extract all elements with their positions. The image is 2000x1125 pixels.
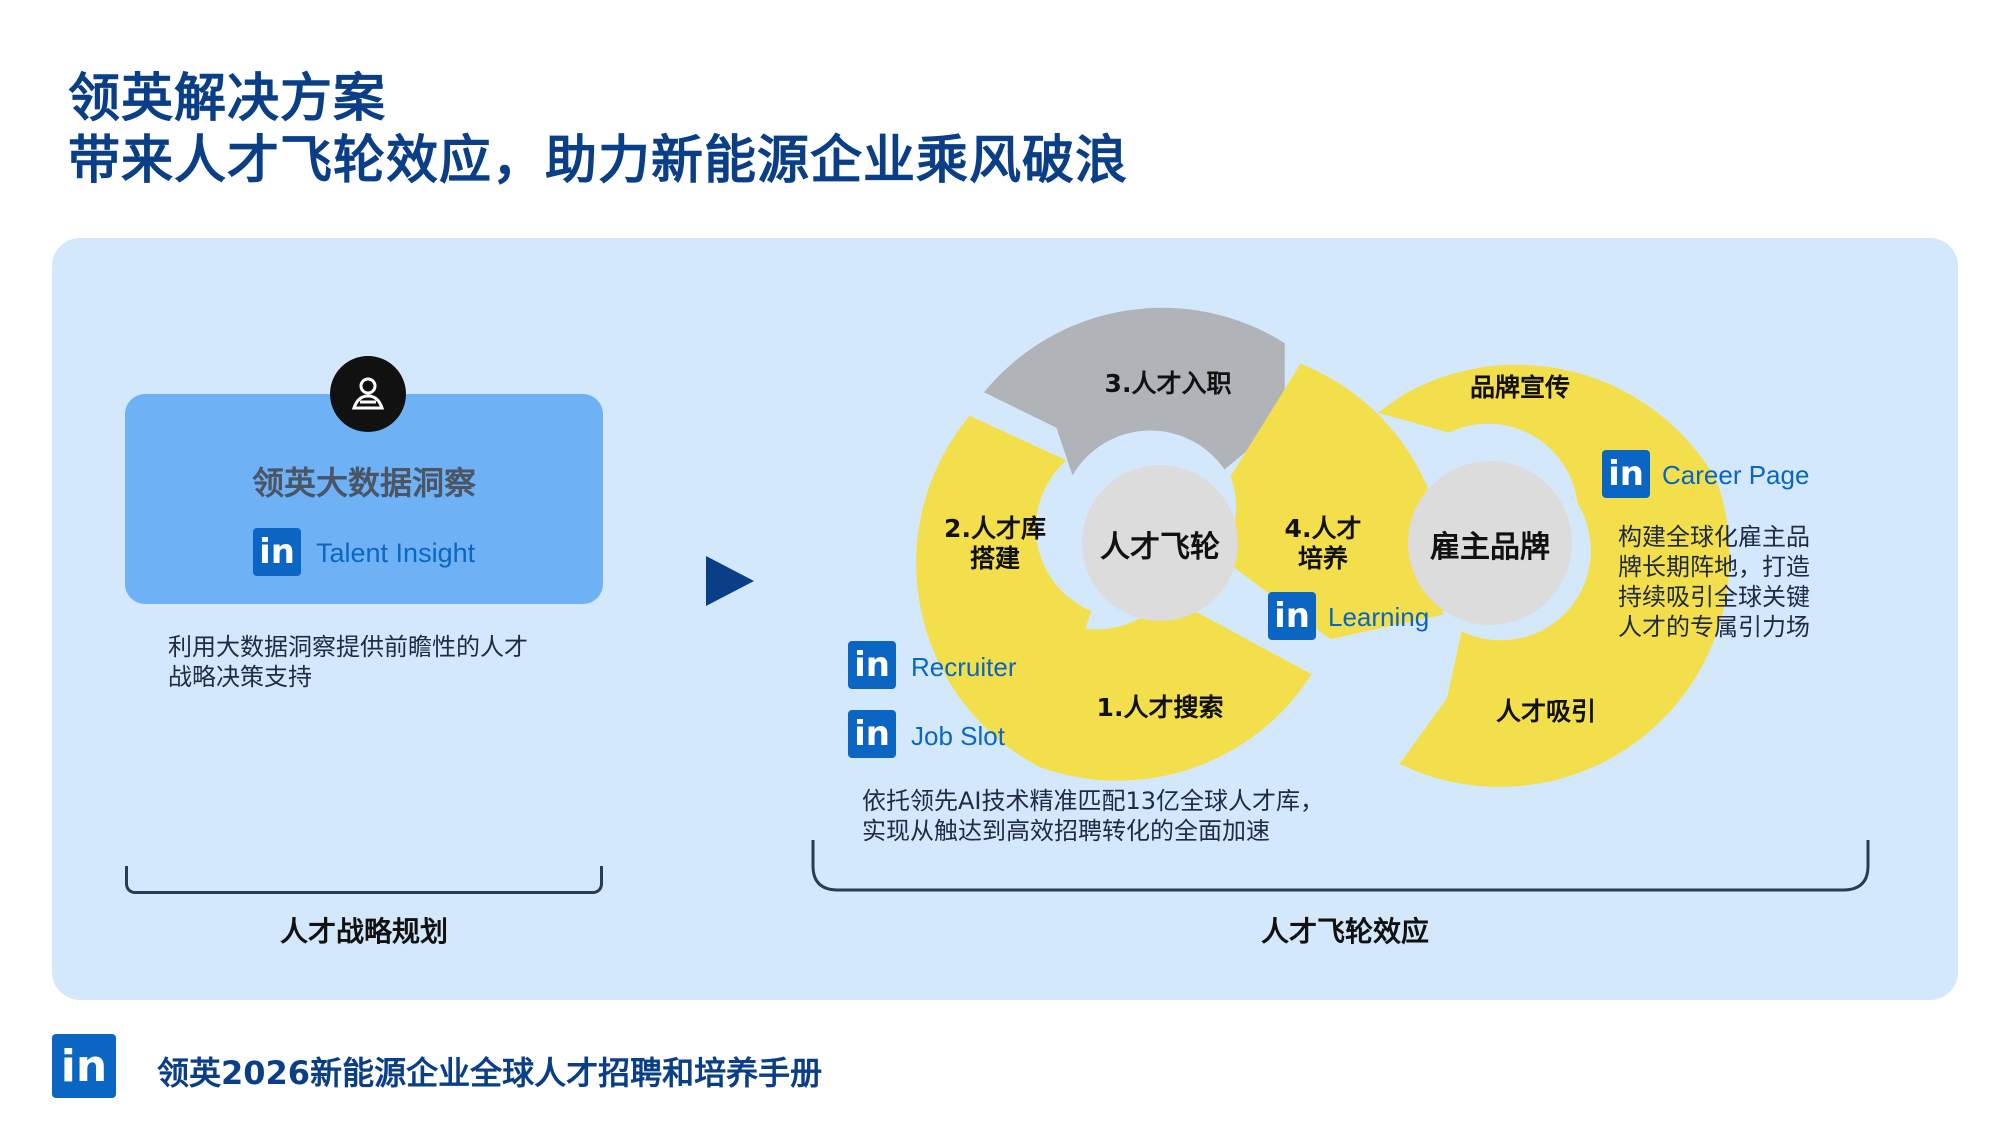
segment-label-pool: 2.人才库 搭建 [944, 514, 1046, 573]
center-circle-flywheel [1082, 465, 1238, 621]
segment-talent-search [1039, 595, 1312, 781]
segment-talent-attraction [1399, 481, 1730, 787]
segment-development [1220, 363, 1446, 640]
segment-label-development: 4.人才 培养 [1284, 514, 1362, 573]
segment-onboarding [984, 307, 1285, 476]
footer-title: 领英2026新能源企业全球人才招聘和培养手册 [157, 1054, 823, 1092]
title-line-2: 带来人才飞轮效应，助力新能源企业乘风破浪 [68, 131, 1129, 191]
linkedin-icon: in [1602, 450, 1650, 498]
center-label-brand: 雇主品牌 [1430, 530, 1550, 565]
segment-label-attraction: 人才吸引 [1495, 697, 1596, 726]
segment-label-brand-promotion: 品牌宣传 [1469, 373, 1570, 402]
job-slot-label: Job Slot [911, 721, 1005, 751]
linkedin-icon: in [848, 710, 896, 758]
center-label-flywheel: 人才飞轮 [1100, 530, 1220, 565]
flywheel-description: 依托领先AI技术精准匹配13亿全球人才库， 实现从触达到高效招聘转化的全面加速 [862, 787, 1325, 845]
play-arrow-icon [706, 556, 754, 606]
recruiter-label: Recruiter [911, 652, 1017, 682]
center-circle-brand [1408, 461, 1572, 625]
segment-talent-pool [916, 415, 1092, 768]
brand-description: 构建全球化雇主品 牌长期阵地，打造 持续吸引全球关键 人才的专属引力场 [1618, 523, 1810, 641]
talent-insight-description: 利用大数据洞察提供前瞻性的人才 战略决策支持 [168, 633, 528, 691]
page-title: 领英解决方案 带来人才飞轮效应，助力新能源企业乘风破浪 [68, 68, 1128, 192]
linkedin-logo-icon: in [52, 1034, 116, 1098]
talent-insight-title: 领英大数据洞察 [251, 464, 476, 502]
left-bracket-label: 人才战略规划 [279, 915, 448, 948]
linkedin-icon: in [848, 641, 896, 689]
segment-label-onboarding: 3.人才入职 [1104, 369, 1232, 398]
title-line-1: 领英解决方案 [68, 69, 387, 129]
linkedin-icon: in [1268, 592, 1316, 640]
left-bracket [125, 866, 603, 894]
right-bracket-label: 人才飞轮效应 [1260, 915, 1429, 948]
right-bracket [811, 840, 1870, 892]
linkedin-icon: in [253, 528, 301, 576]
talent-insight-label: Talent Insight [316, 538, 476, 568]
career-page-label: Career Page [1662, 460, 1810, 490]
learning-label: Learning [1328, 602, 1430, 632]
talent-insight-icon [330, 356, 406, 432]
segment-label-search: 1.人才搜索 [1096, 693, 1224, 722]
